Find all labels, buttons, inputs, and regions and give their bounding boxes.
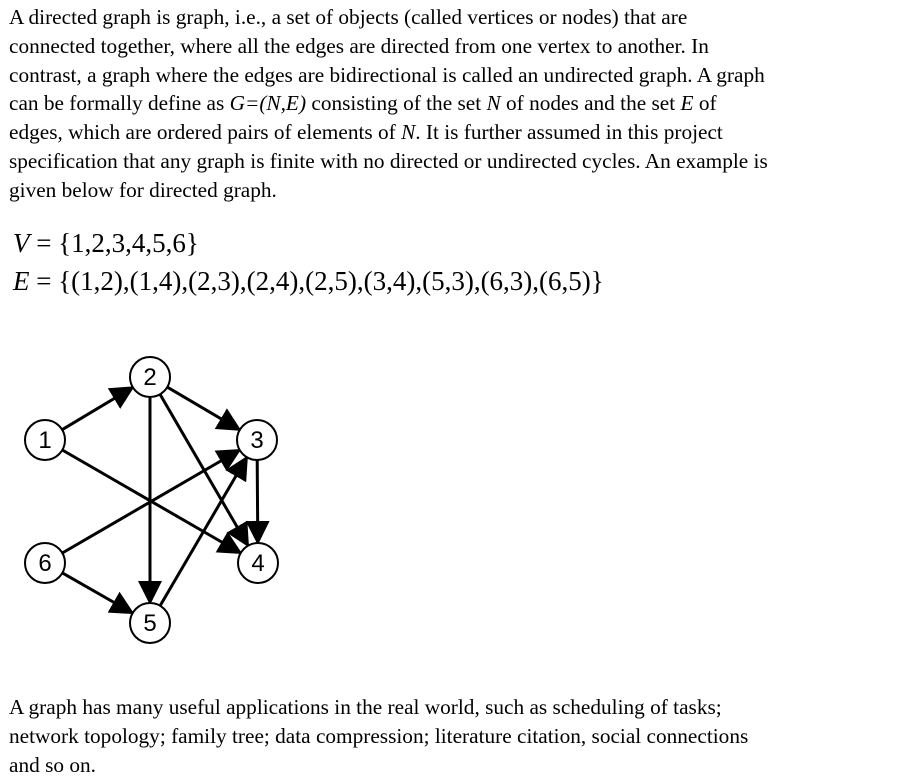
- text-fragment: of: [693, 91, 717, 116]
- intro-paragraph: A directed graph is graph, i.e., a set o…: [9, 3, 909, 205]
- edge-6-3: [61, 448, 242, 555]
- outro-paragraph: A graph has many useful applications in …: [9, 693, 909, 779]
- node-label: 3: [250, 427, 263, 454]
- edge-set-equation: E = {(1,2),(1,4),(2,3),(2,4),(2,5),(3,4)…: [13, 266, 604, 296]
- v-symbol: V: [13, 228, 30, 258]
- node-label: 1: [38, 427, 51, 454]
- edge-5-3: [158, 455, 248, 607]
- edge-1-2: [61, 386, 135, 431]
- node-1: 1: [24, 419, 66, 461]
- intro-line: can be formally define as G=(N,E) consis…: [9, 89, 909, 118]
- node-circle: [236, 419, 278, 461]
- outro-line: network topology; family tree; data comp…: [9, 723, 749, 748]
- intro-line: contrast, a graph where the edges are bi…: [9, 62, 765, 87]
- node-2: 2: [129, 356, 171, 398]
- node-circle: [129, 602, 171, 644]
- node-label: 6: [38, 550, 51, 577]
- node-label: 2: [143, 364, 156, 391]
- e-symbol: E: [13, 266, 30, 296]
- node-circle: [129, 356, 171, 398]
- e-values: = {(1,2),(1,4),(2,3),(2,4),(2,5),(3,4),(…: [29, 266, 604, 296]
- node-4: 4: [237, 542, 279, 584]
- text-fragment: of nodes and the set: [500, 91, 681, 116]
- outro-line: and so on.: [9, 752, 96, 777]
- node-group: 1 2 3 4 5 6: [24, 356, 279, 644]
- intro-line: specification that any graph is finite w…: [9, 148, 768, 173]
- text-fragment: . It is further assumed in this project: [415, 120, 723, 145]
- outro-line: A graph has many useful applications in …: [9, 695, 722, 719]
- node-set-symbol: N: [401, 120, 416, 145]
- text-fragment: consisting of the set: [306, 91, 487, 116]
- node-3: 3: [236, 419, 278, 461]
- node-label: 4: [251, 550, 264, 577]
- node-5: 5: [129, 602, 171, 644]
- intro-line: A directed graph is graph, i.e., a set o…: [9, 5, 688, 29]
- node-circle: [24, 419, 66, 461]
- vertex-set-equation: V = {1,2,3,4,5,6}: [13, 228, 199, 258]
- v-values: = {1,2,3,4,5,6}: [29, 228, 199, 258]
- edge-6-5: [61, 571, 135, 615]
- intro-line: edges, which are ordered pairs of elemen…: [9, 118, 909, 147]
- edge-2-3: [166, 385, 242, 431]
- directed-graph-diagram: 1 2 3 4 5 6: [24, 356, 279, 644]
- intro-line: connected together, where all the edges …: [9, 33, 709, 58]
- edge-3-4: [245, 459, 270, 545]
- node-circle: [237, 542, 279, 584]
- node-label: 5: [143, 610, 156, 637]
- graph-definition: G=(N,E): [229, 91, 307, 116]
- text-fragment: edges, which are ordered pairs of elemen…: [9, 120, 402, 145]
- edge-group: [61, 385, 270, 615]
- node-set-symbol: N: [486, 91, 501, 116]
- edge-set-symbol: E: [680, 91, 694, 116]
- text-fragment: can be formally define as: [9, 91, 230, 116]
- node-circle: [24, 542, 66, 584]
- intro-line: given below for directed graph.: [9, 177, 277, 202]
- node-6: 6: [24, 542, 66, 584]
